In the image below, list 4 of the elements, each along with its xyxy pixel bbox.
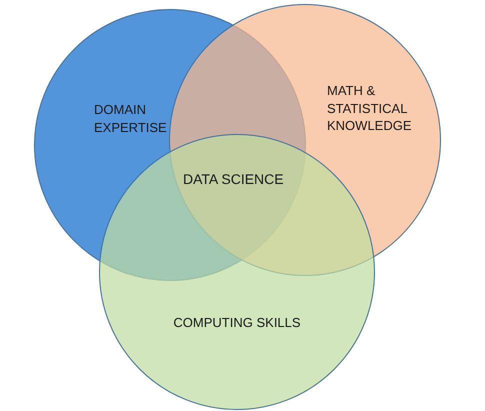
circle-label: DOMAIN EXPERTISE (94, 101, 168, 136)
intersection-label: DATA SCIENCE (183, 171, 284, 187)
circle-label: MATH & STATISTICAL KNOWLEDGE (327, 82, 413, 135)
circle-label: COMPUTING SKILLS (172, 314, 302, 332)
